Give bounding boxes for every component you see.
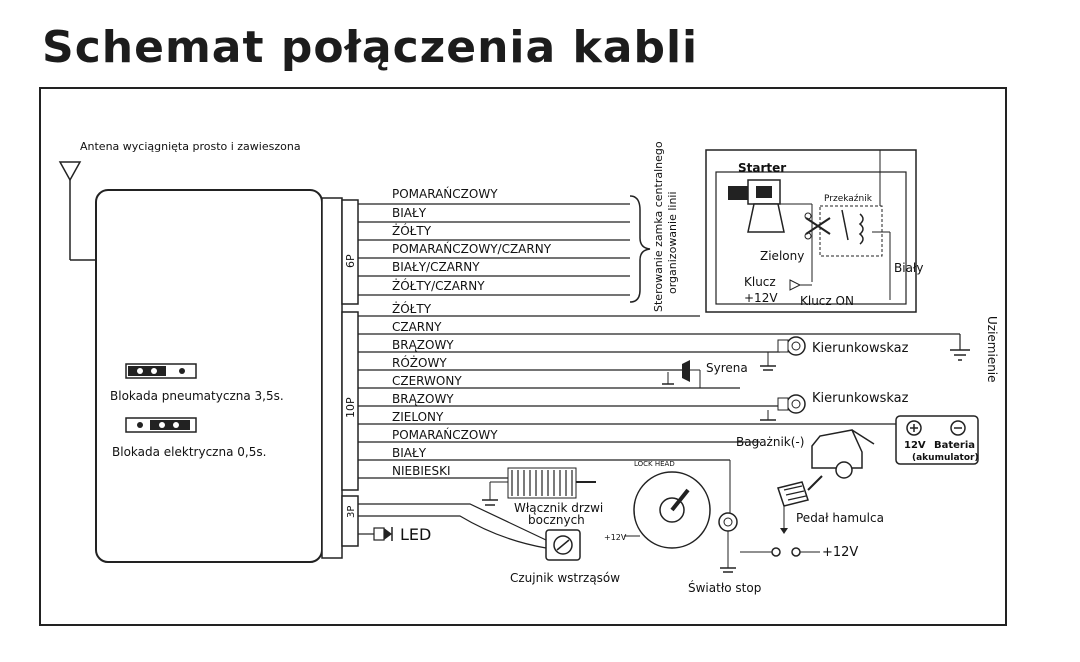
- jumper-electric-icon: [125, 417, 197, 433]
- wire-10p-8: POMARAŃCZOWY: [392, 427, 498, 442]
- car-trunk-icon: [811, 429, 863, 469]
- wire-6p-3: ŻÓŁTY: [392, 223, 432, 238]
- stop-light-label: Światło stop: [688, 580, 761, 595]
- turn-signal-label-2: Kierunkowskaz: [812, 391, 909, 406]
- white-label: Biały: [894, 261, 923, 275]
- siren-icon: [682, 360, 690, 382]
- wire-10p-10: NIEBIESKI: [392, 464, 450, 478]
- led-icon: [373, 527, 385, 541]
- wire-6p-5: BIAŁY/CZARNY: [392, 260, 480, 274]
- trunk-label: Bagażnik(-): [736, 435, 804, 449]
- central-lock-label-1: Sterowanie zamka centralnego: [652, 141, 665, 312]
- relay-coil-icon: [858, 213, 864, 245]
- key-arrow-icon: [789, 279, 802, 291]
- ground-label: Uziemienie: [985, 316, 999, 383]
- wire-10p-1: ŻÓŁTY: [392, 301, 432, 316]
- wire-10p-2: CZARNY: [392, 320, 442, 334]
- led-label: LED: [400, 525, 431, 544]
- wire-10p-4: RÓŻOWY: [392, 355, 447, 370]
- connector-6p: [341, 199, 359, 305]
- antenna-label: Antena wyciągnięta prosto i zawieszona: [80, 140, 301, 153]
- battery-sub: (akumulator): [912, 453, 979, 463]
- key-label: Klucz: [744, 275, 776, 289]
- wire-10p-7: ZIELONY: [392, 410, 444, 424]
- green-label: Zielony: [760, 249, 804, 263]
- connector-3p-label: 3P: [346, 506, 357, 518]
- brake-plus12: +12V: [822, 545, 858, 560]
- wire-6p-4: POMARAŃCZOWY/CZARNY: [392, 241, 552, 256]
- wire-6p-1: POMARAŃCZOWY: [392, 186, 498, 201]
- wire-6p-6: ŻÓŁTY/CZARNY: [392, 278, 485, 293]
- brake-switch-contact-1: [771, 547, 781, 557]
- siren-label: Syrena: [706, 361, 748, 375]
- connector-10p: [341, 311, 359, 491]
- battery-volt: 12V: [904, 440, 926, 451]
- door-switch-icon: [507, 467, 596, 499]
- connector-6p-label: 6P: [344, 254, 357, 268]
- door-switch-label-2: bocznych: [528, 513, 585, 527]
- central-lock-label-2: organizowanie linii: [666, 191, 679, 294]
- turn-signal-icon-2: [786, 394, 806, 414]
- starter-label: Starter: [738, 161, 786, 175]
- antenna-icon: [58, 161, 82, 182]
- key-on-label: Klucz ON: [800, 294, 854, 308]
- brace-6p: [629, 195, 651, 303]
- key-plus12: +12V: [744, 291, 778, 305]
- lock-pneumatic-label: Blokada pneumatyczna 3,5s.: [110, 389, 284, 403]
- wire-10p-9: BIAŁY: [392, 446, 427, 460]
- wire-10p-3: BRĄZOWY: [392, 338, 454, 352]
- lock-electric-label: Blokada elektryczna 0,5s.: [112, 445, 266, 459]
- relay-label: Przekaźnik: [824, 194, 873, 204]
- stop-light-icon: [718, 512, 738, 532]
- turn-signal-icon-1: [786, 336, 806, 356]
- wire-6p-2: BIAŁY: [392, 206, 427, 220]
- door-switch-label-1: Włącznik drzwi: [514, 501, 603, 515]
- shock-sensor-label: Czujnik wstrząsów: [510, 571, 620, 585]
- connector-10p-label: 10P: [344, 397, 357, 418]
- ignition-plus12: +12V: [604, 533, 627, 542]
- turn-signal-label-1: Kierunkowskaz: [812, 341, 909, 356]
- brake-switch-contact-2: [791, 547, 801, 557]
- lock-head-label: LOCK HEAD: [634, 460, 675, 468]
- wire-10p-6: BRĄZOWY: [392, 392, 454, 406]
- brake-pedal-icon: [777, 475, 823, 507]
- diagram-frame: [39, 87, 1007, 626]
- brake-pedal-label: Pedał hamulca: [796, 511, 884, 525]
- page-title: Schemat połączenia kabli: [42, 22, 699, 73]
- connector-3p: [341, 495, 359, 547]
- battery-name: Bateria: [934, 440, 975, 451]
- wire-10p-5: CZERWONY: [392, 374, 462, 388]
- jumper-pneumatic-icon: [125, 363, 197, 379]
